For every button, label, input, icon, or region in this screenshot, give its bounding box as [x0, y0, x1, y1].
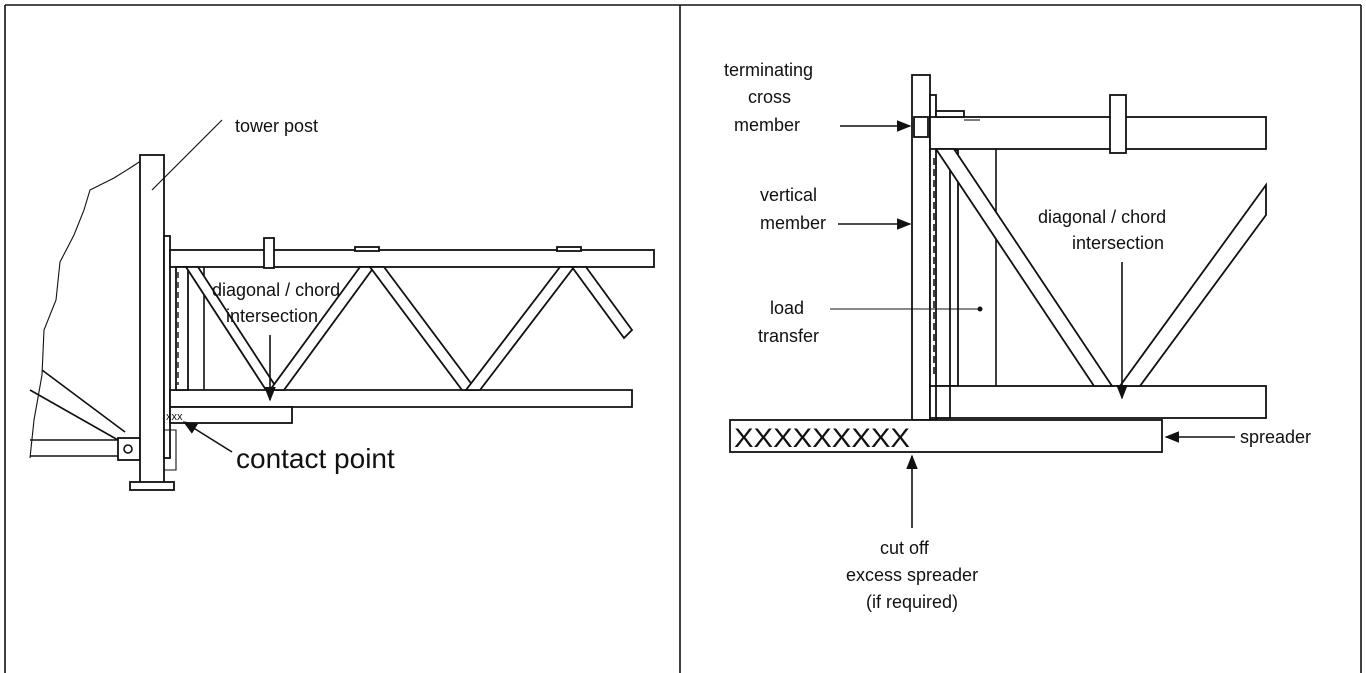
- label-right-diag-1: diagonal / chord: [1038, 207, 1166, 227]
- left-drawing: xxx: [29, 119, 655, 491]
- label-cutoff-2: excess spreader: [846, 565, 978, 585]
- contact-hatch: xxx: [166, 411, 183, 423]
- label-cutoff-1: cut off: [880, 538, 930, 558]
- label-vertical-1: vertical: [760, 185, 817, 205]
- spreader-bar: [729, 419, 1163, 453]
- right-drawing: [729, 74, 1267, 528]
- panel-frame: [4, 4, 1362, 673]
- label-tower-post: tower post: [235, 116, 318, 136]
- label-spreader: spreader: [1240, 427, 1311, 447]
- label-right-diag-2: intersection: [1072, 233, 1164, 253]
- label-load-1: load: [770, 298, 804, 318]
- tower-post-leader: [151, 119, 223, 191]
- label-cutoff-3: (if required): [866, 592, 958, 612]
- post-foot: [129, 481, 175, 491]
- contact-arrow: [182, 421, 233, 453]
- tower-post: [139, 154, 165, 486]
- wall-bracing: [29, 369, 141, 461]
- label-contact-point: contact point: [236, 443, 395, 474]
- label-terminating-1: terminating: [724, 60, 813, 80]
- excess-x-marks: XXXXXXXXX: [734, 423, 910, 453]
- label-left-diag-2: intersection: [226, 306, 318, 326]
- label-vertical-2: member: [760, 213, 826, 233]
- left-truss: xxx: [164, 237, 655, 471]
- label-left-diag-1: diagonal / chord: [212, 280, 340, 300]
- label-load-2: transfer: [758, 326, 819, 346]
- label-terminating-2: cross: [748, 87, 791, 107]
- wall-outline: [29, 154, 151, 459]
- label-terminating-3: member: [734, 115, 800, 135]
